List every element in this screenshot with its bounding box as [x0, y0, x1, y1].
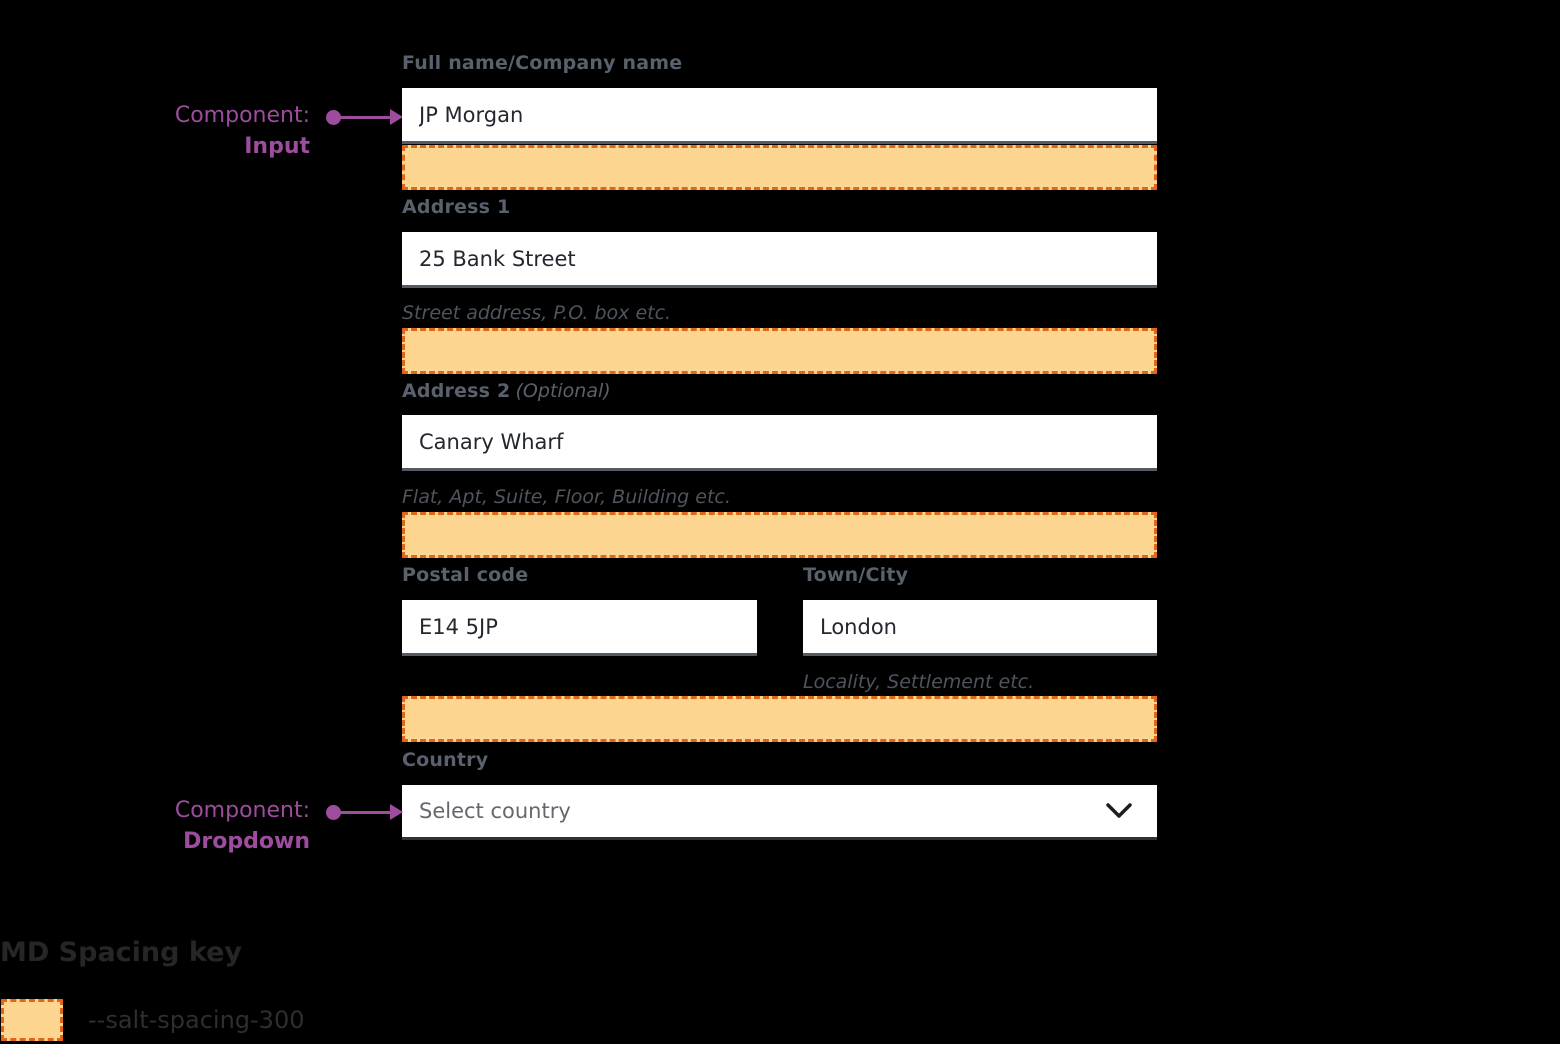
annotation-component-name: Dropdown — [183, 829, 310, 854]
annotation-arrow-line — [338, 811, 392, 814]
postal-code-input[interactable] — [402, 600, 757, 656]
full-name-input[interactable] — [402, 88, 1157, 144]
field-label-address2: Address 2 — [402, 380, 511, 402]
field-label-address2-row: Address 2 (Optional) — [402, 380, 611, 402]
annotation-arrow-dot — [326, 805, 341, 820]
annotation-arrow-head-icon — [390, 804, 403, 820]
field-label-postal-code: Postal code — [402, 564, 529, 586]
field-label-address2-optional: (Optional) — [515, 380, 611, 402]
town-city-input-wrapper — [803, 600, 1157, 656]
address2-input-wrapper — [402, 415, 1157, 471]
annotation-arrow-line — [338, 116, 392, 119]
field-label-full-name: Full name/Company name — [402, 52, 683, 74]
country-dropdown-placeholder: Select country — [419, 799, 571, 823]
address1-input[interactable] — [402, 232, 1157, 288]
address1-helper-text: Street address, P.O. box etc. — [402, 302, 672, 324]
spacing-block-300 — [402, 145, 1157, 190]
country-dropdown[interactable]: Select country — [402, 785, 1157, 840]
address2-helper-text: Flat, Apt, Suite, Floor, Building etc. — [402, 486, 731, 508]
postal-code-input-wrapper — [402, 600, 757, 656]
spacing-block-300 — [402, 328, 1157, 374]
address1-input-wrapper — [402, 232, 1157, 288]
town-city-input[interactable] — [803, 600, 1157, 656]
annotation-component-name: Input — [244, 134, 310, 159]
field-label-town-city: Town/City — [803, 564, 909, 586]
town-city-helper-text: Locality, Settlement etc. — [803, 671, 1035, 693]
annotation-arrow-head-icon — [390, 109, 403, 125]
full-name-input-wrapper — [402, 88, 1157, 144]
annotation-prefix: Component: — [174, 103, 310, 128]
annotation-prefix: Component: — [174, 798, 310, 823]
annotation-component-dropdown: Component: Dropdown — [120, 796, 310, 858]
field-label-country: Country — [402, 749, 489, 771]
chevron-down-icon — [1105, 802, 1133, 820]
spacing-block-300 — [402, 512, 1157, 558]
field-label-address1: Address 1 — [402, 196, 511, 218]
spacing-key-swatch — [1, 999, 63, 1041]
spacing-key-title: MD Spacing key — [0, 937, 243, 968]
spacing-block-300 — [402, 696, 1157, 742]
annotation-component-input: Component: Input — [120, 101, 310, 163]
spacing-key-token-label: --salt-spacing-300 — [88, 1006, 305, 1034]
annotation-arrow-dot — [326, 110, 341, 125]
address2-input[interactable] — [402, 415, 1157, 471]
